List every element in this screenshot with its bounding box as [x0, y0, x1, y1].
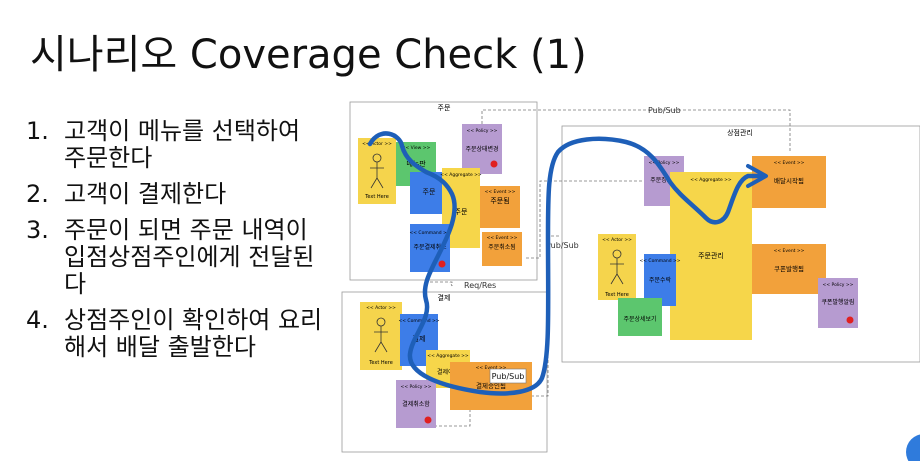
- alert-icon: [490, 160, 498, 168]
- svg-text:<< Event >>: << Event >>: [774, 160, 805, 166]
- svg-text:<< Command >>: << Command >>: [409, 230, 450, 236]
- actor-payer-sticky: << Actor >> Text Here: [360, 302, 402, 370]
- svg-text:쿠폰발행알림: 쿠폰발행알림: [821, 298, 854, 306]
- bc-order-label: 주문: [438, 104, 451, 112]
- svg-text:Text Here: Text Here: [368, 360, 393, 366]
- policy-status-sticky: << Policy >> 주문상태변경: [462, 124, 502, 174]
- scenario-flow-line: [367, 131, 765, 396]
- step-number: 4.: [26, 306, 49, 334]
- scenario-step: 2. 고객이 결제한다: [26, 181, 326, 208]
- svg-text:<< Command >>: << Command >>: [639, 258, 680, 264]
- req-res-label: Req/Res: [464, 281, 496, 290]
- svg-text:주문됨: 주문됨: [490, 197, 509, 205]
- actor-figure-icon: [610, 249, 624, 285]
- help-icon[interactable]: [906, 434, 920, 461]
- event-storming-board: 주문 결제 상점관리 Pub/Sub Pub/Sub Req/Res << Ac…: [330, 86, 920, 461]
- svg-text:<< Policy >>: << Policy >>: [823, 282, 854, 288]
- svg-text:결제: 결제: [413, 334, 426, 343]
- svg-text:<< Aggregate >>: << Aggregate >>: [690, 177, 732, 183]
- step-text: 상점주인이 확인하여 요리해서 배달 출발한다: [64, 306, 323, 361]
- alert-icon: [846, 316, 854, 324]
- event-delivery-sticky: << Event >> 배달시작됨: [752, 156, 826, 208]
- scenario-step: 3. 주문이 되면 주문 내역이 입점상점주인에게 전달된다: [26, 217, 326, 298]
- svg-text:주문취소됨: 주문취소됨: [488, 243, 516, 251]
- svg-text:Pub/Sub: Pub/Sub: [492, 372, 525, 381]
- svg-text:결제승인됨: 결제승인됨: [476, 381, 506, 390]
- svg-text:<< Event >>: << Event >>: [774, 248, 805, 254]
- actor-customer-sticky: << Actor >> Text Here: [358, 138, 396, 204]
- step-number: 3.: [26, 216, 49, 244]
- command-cancel-sticky: << Command >> 주문결제취소: [409, 224, 451, 272]
- svg-text:주문상세보기: 주문상세보기: [623, 315, 656, 323]
- svg-text:<< Event >>: << Event >>: [485, 189, 516, 195]
- svg-text:<< Aggregate >>: << Aggregate >>: [427, 353, 469, 359]
- svg-text:배달시작됨: 배달시작됨: [774, 176, 804, 185]
- bc-payment-label: 결제: [438, 293, 451, 302]
- event-ordered-sticky: << Event >> 주문됨: [480, 186, 520, 228]
- svg-text:<< Policy >>: << Policy >>: [467, 128, 498, 134]
- svg-text:결제취소함: 결제취소함: [402, 400, 430, 408]
- policy-notify-sticky: << Policy >> 쿠폰발행알림: [818, 278, 858, 328]
- svg-text:쿠폰발행됨: 쿠폰발행됨: [774, 264, 804, 273]
- scenario-step: 1. 고객이 메뉴를 선택하여 주문한다: [26, 118, 326, 172]
- svg-text:주문정보받: 주문정보받: [650, 176, 678, 184]
- policy-paycancel-sticky: << Policy >> 결제취소함: [396, 380, 436, 428]
- svg-text:<< Event >>: << Event >>: [476, 365, 507, 371]
- actor-figure-icon: [374, 317, 388, 353]
- svg-text:<< Actor >>: << Actor >>: [602, 237, 632, 243]
- svg-text:주문: 주문: [423, 188, 436, 196]
- svg-text:주문관리: 주문관리: [698, 251, 724, 260]
- view-detail-sticky: 주문상세보기: [618, 298, 662, 336]
- scenario-step: 4. 상점주인이 확인하여 요리해서 배달 출발한다: [26, 307, 326, 361]
- step-text: 고객이 결제한다: [64, 180, 227, 208]
- flow-arrowhead-icon: [746, 164, 768, 188]
- svg-text:주문: 주문: [455, 208, 468, 216]
- svg-text:<< View >>: << View >>: [402, 145, 431, 151]
- svg-text:<< Actor >>: << Actor >>: [366, 305, 396, 311]
- svg-text:<< Actor >>: << Actor >>: [362, 141, 392, 147]
- alert-icon: [424, 416, 432, 424]
- svg-text:Text Here: Text Here: [604, 292, 629, 298]
- event-rejected-sticky: << Event >> 쿠폰발행됨: [752, 244, 826, 294]
- step-text: 고객이 메뉴를 선택하여 주문한다: [64, 117, 301, 172]
- bc-store-label: 상점관리: [727, 128, 753, 137]
- scenario-steps: 1. 고객이 메뉴를 선택하여 주문한다 2. 고객이 결제한다 3. 주문이 …: [26, 118, 326, 370]
- step-number: 2.: [26, 180, 49, 208]
- actor-figure-icon: [370, 153, 384, 189]
- alert-icon: [438, 260, 446, 268]
- command-accept-sticky: << Command >> 주문수락: [639, 254, 681, 306]
- svg-text:Text Here: Text Here: [364, 194, 389, 200]
- step-text: 주문이 되면 주문 내역이 입점상점주인에게 전달된다: [64, 216, 315, 298]
- svg-text:주문수락: 주문수락: [649, 276, 672, 284]
- svg-text:<< Aggregate >>: << Aggregate >>: [440, 172, 482, 178]
- slide-title: 시나리오 Coverage Check (1): [30, 32, 587, 78]
- svg-text:<< Policy >>: << Policy >>: [401, 384, 432, 390]
- svg-text:<< Command >>: << Command >>: [398, 318, 439, 324]
- svg-text:주문상태변경: 주문상태변경: [465, 145, 498, 153]
- step-number: 1.: [26, 117, 49, 145]
- pubsub-top-label: Pub/Sub: [648, 106, 681, 115]
- svg-text:결제이력: 결제이력: [437, 368, 459, 376]
- pubsub-mid-label: Pub/Sub: [546, 241, 579, 250]
- event-cancelled-sticky: << Event >> 주문취소됨: [482, 232, 522, 266]
- svg-text:주문결제취소: 주문결제취소: [413, 243, 447, 251]
- svg-text:<< Policy >>: << Policy >>: [649, 160, 680, 166]
- pubsub-callout: Pub/Sub: [489, 368, 527, 384]
- actor-owner-sticky: << Actor >> Text Here: [598, 234, 636, 300]
- svg-text:<< Event >>: << Event >>: [487, 235, 518, 241]
